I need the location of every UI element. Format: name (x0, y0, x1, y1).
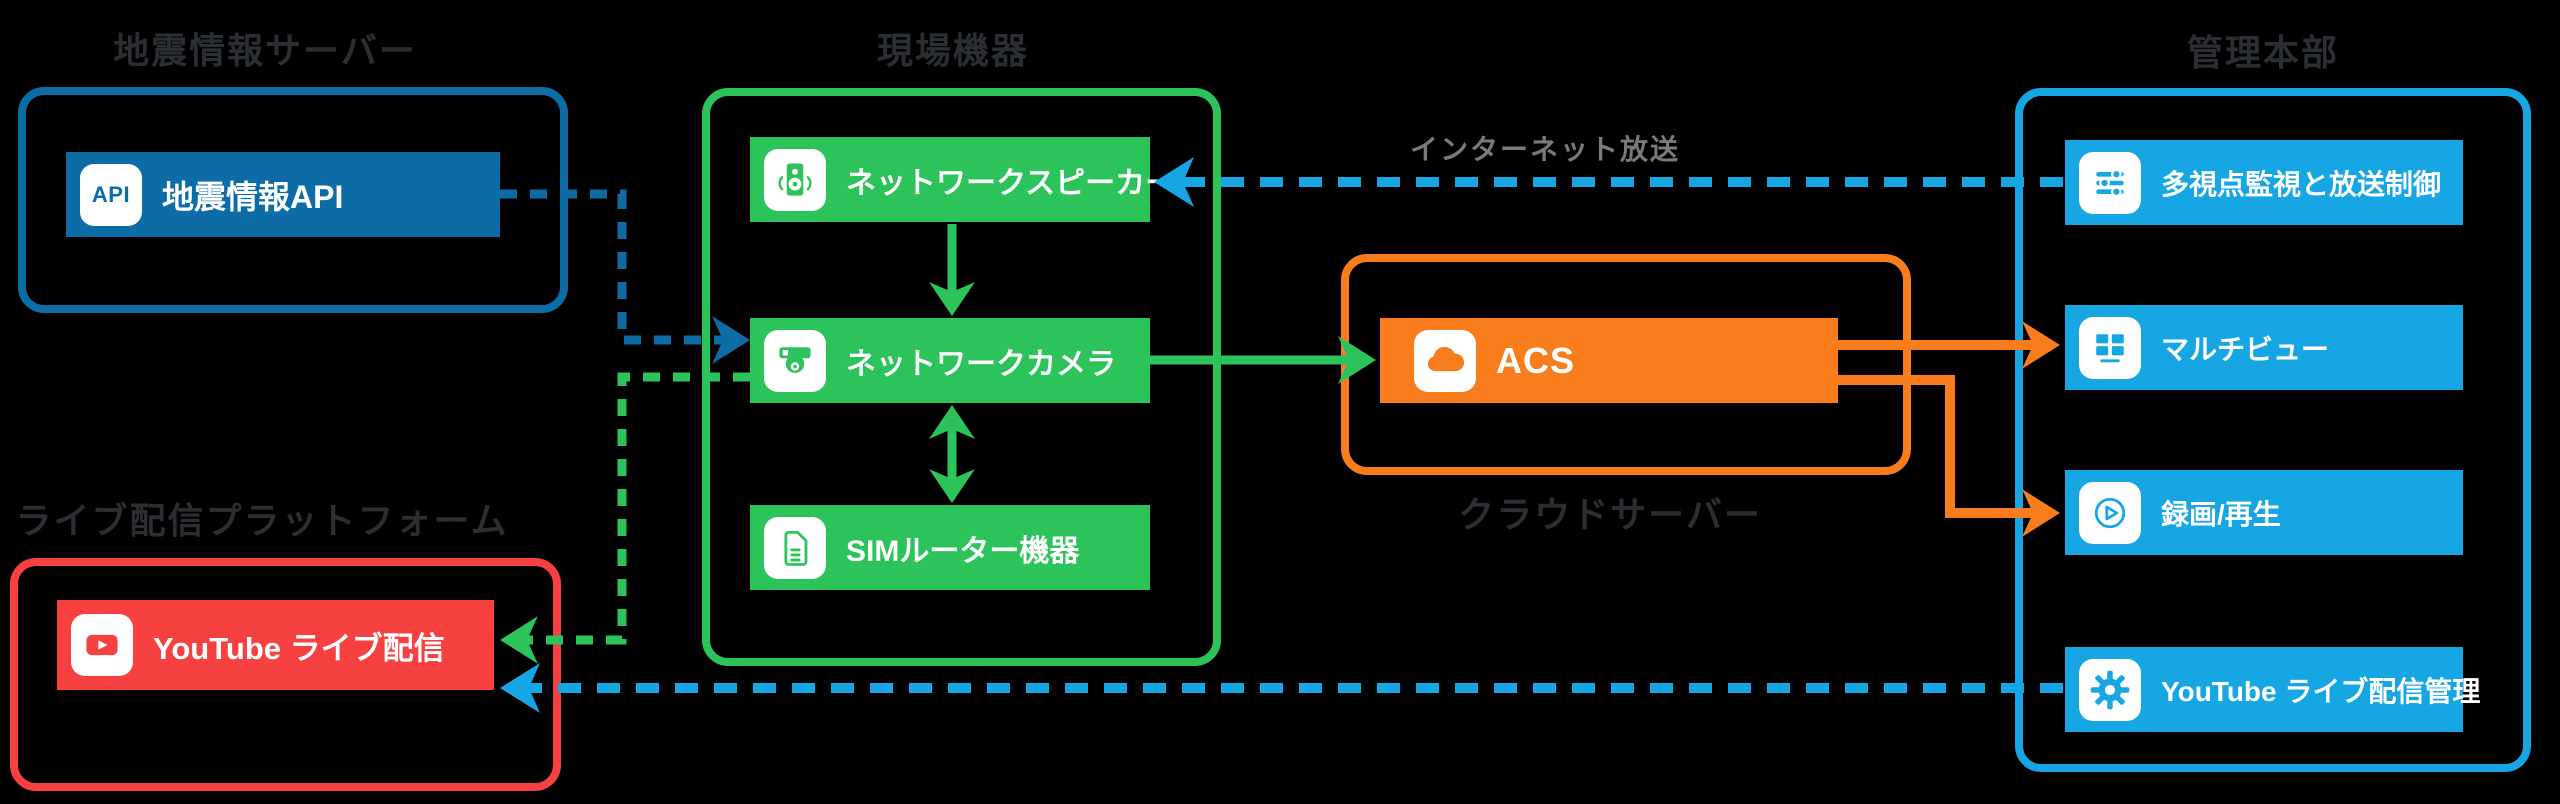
node-label: YouTube ライブ配信 (153, 630, 445, 666)
node-label: 地震情報API (162, 178, 344, 215)
node-record-playback: 録画/再生 (2065, 470, 2463, 555)
node-label: マルチビュー (2161, 333, 2330, 365)
api-icon: API (80, 163, 142, 226)
playback-icon (2079, 481, 2141, 544)
live-platform-box (10, 558, 561, 791)
node-multiview-monitoring-control: 多視点監視と放送制御 (2065, 140, 2463, 225)
node-network-speaker: ネットワークスピーカー (750, 137, 1175, 222)
node-label: ネットワークスピーカー (846, 166, 1176, 200)
sim-card-icon (764, 516, 826, 579)
group-title-live-platform: ライブ配信プラットフォーム (15, 500, 509, 541)
internet-broadcast-label: インターネット放送 (1409, 134, 1681, 165)
node-label: YouTube ライブ配信管理 (2161, 675, 2481, 707)
cloud-icon (1414, 329, 1476, 392)
node-label: ネットワークカメラ (846, 347, 1116, 381)
sliders-icon (2079, 151, 2141, 214)
node-label: 録画/再生 (2161, 498, 2281, 530)
group-title-earthquake-server: 地震情報サーバー (113, 30, 417, 71)
multiview-icon (2079, 316, 2141, 379)
node-acs: ACS (1380, 318, 1838, 403)
api-icon-text: API (91, 181, 131, 207)
gear-icon (2079, 658, 2141, 721)
node-label: 多視点監視と放送制御 (2161, 168, 2442, 200)
speaker-icon (764, 148, 826, 211)
group-title-field-equipment: 現場機器 (876, 30, 1030, 71)
node-youtube-live-management: YouTube ライブ配信管理 (2065, 647, 2480, 732)
group-title-headquarters: 管理本部 (2186, 32, 2340, 73)
node-multiview: マルチビュー (2065, 305, 2463, 390)
youtube-icon (71, 614, 133, 676)
node-network-camera: ネットワークカメラ (750, 318, 1150, 403)
camera-icon (764, 329, 826, 392)
node-label: ACS (1496, 339, 1576, 381)
node-earthquake-api: API 地震情報API (66, 152, 500, 237)
arrow-hq-to-youtube (500, 663, 2063, 713)
node-label: SIMルーター機器 (846, 534, 1080, 568)
group-title-cloud-server: クラウドサーバー (1458, 494, 1762, 535)
node-youtube-live: YouTube ライブ配信 (57, 600, 494, 690)
node-sim-router: SIMルーター機器 (750, 505, 1150, 590)
